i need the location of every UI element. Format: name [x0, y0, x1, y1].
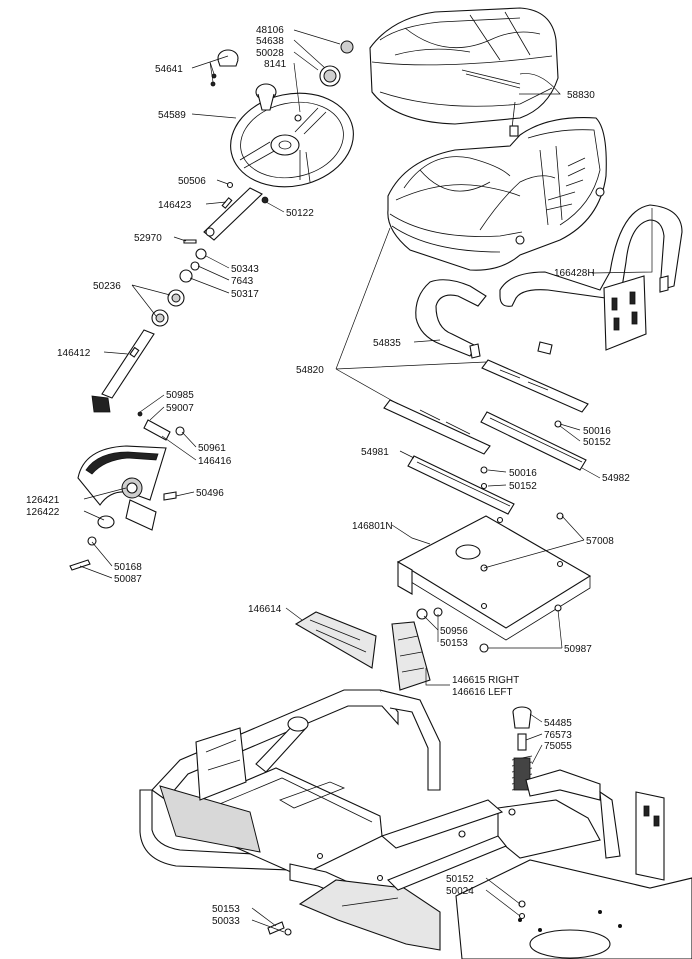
- label-54638: 54638: [256, 36, 284, 47]
- label-126421: 126421: [26, 495, 60, 506]
- label-146614: 146614: [248, 604, 282, 615]
- label-75055: 75055: [544, 741, 572, 752]
- label-59007: 59007: [166, 403, 194, 414]
- label-146423: 146423: [158, 200, 192, 211]
- spring-assembly: [511, 706, 533, 791]
- label-166428H: 166428H: [554, 268, 595, 279]
- seat-54820: [387, 117, 607, 271]
- emblem-parts: [294, 40, 354, 122]
- label-50506: 50506: [178, 176, 206, 187]
- label-50153-b: 50153: [212, 904, 240, 915]
- label-50087: 50087: [114, 574, 142, 585]
- label-8141: 8141: [264, 59, 287, 70]
- label-146801N: 146801N: [352, 521, 393, 532]
- knob-54641: [210, 49, 239, 87]
- label-52970: 52970: [134, 233, 162, 244]
- label-58830: 58830: [567, 90, 595, 101]
- seat-pan-146801N: [396, 515, 592, 641]
- label-50317: 50317: [231, 289, 259, 300]
- label-50152-a: 50152: [583, 437, 611, 448]
- label-50016-b: 50016: [509, 468, 537, 479]
- label-146412: 146412: [57, 348, 91, 359]
- label-54820: 54820: [296, 365, 324, 376]
- steering-shaft: [91, 181, 269, 413]
- decal-146614: [294, 611, 377, 669]
- label-48106: 48106: [256, 25, 284, 36]
- label-54982: 54982: [602, 473, 630, 484]
- part-labels: 48106 54638 50028 8141 54641 54589 58830…: [26, 25, 630, 927]
- label-146416: 146416: [198, 456, 232, 467]
- label-50496: 50496: [196, 488, 224, 499]
- label-50024: 50024: [446, 886, 474, 897]
- label-50152-c: 50152: [446, 874, 474, 885]
- label-146616-left: 146616 LEFT: [452, 687, 513, 698]
- label-50961: 50961: [198, 443, 226, 454]
- label-50343: 50343: [231, 264, 259, 275]
- label-126422: 126422: [26, 507, 60, 518]
- label-50028: 50028: [256, 48, 284, 59]
- label-50236: 50236: [93, 281, 121, 292]
- decal-146615-146616: [391, 621, 431, 691]
- leader-lines: [79, 29, 653, 933]
- label-54641: 54641: [155, 64, 183, 75]
- label-50016-a: 50016: [583, 426, 611, 437]
- label-54485: 54485: [544, 718, 572, 729]
- steering-sector-126421: [69, 411, 185, 571]
- label-146615-right: 146615 RIGHT: [452, 675, 519, 686]
- label-7643: 7643: [231, 276, 254, 287]
- chassis-frame: [139, 689, 692, 959]
- label-50152-b: 50152: [509, 481, 537, 492]
- label-50153-a: 50153: [440, 638, 468, 649]
- label-50168: 50168: [114, 562, 142, 573]
- label-50033: 50033: [212, 916, 240, 927]
- label-50985: 50985: [166, 390, 194, 401]
- label-50956: 50956: [440, 626, 468, 637]
- label-54981: 54981: [361, 447, 389, 458]
- steering-wheel-54589: [230, 83, 354, 188]
- label-50122: 50122: [286, 208, 314, 219]
- seat-cushion-58830: [369, 7, 559, 137]
- grab-bar-166428H: [499, 204, 683, 355]
- label-76573: 76573: [544, 730, 572, 741]
- seat-slide-rails: [383, 359, 589, 520]
- label-54589: 54589: [158, 110, 186, 121]
- label-50987: 50987: [564, 644, 592, 655]
- loop-bar-54835: [415, 279, 487, 359]
- label-54835: 54835: [373, 338, 401, 349]
- label-57008: 57008: [586, 536, 614, 547]
